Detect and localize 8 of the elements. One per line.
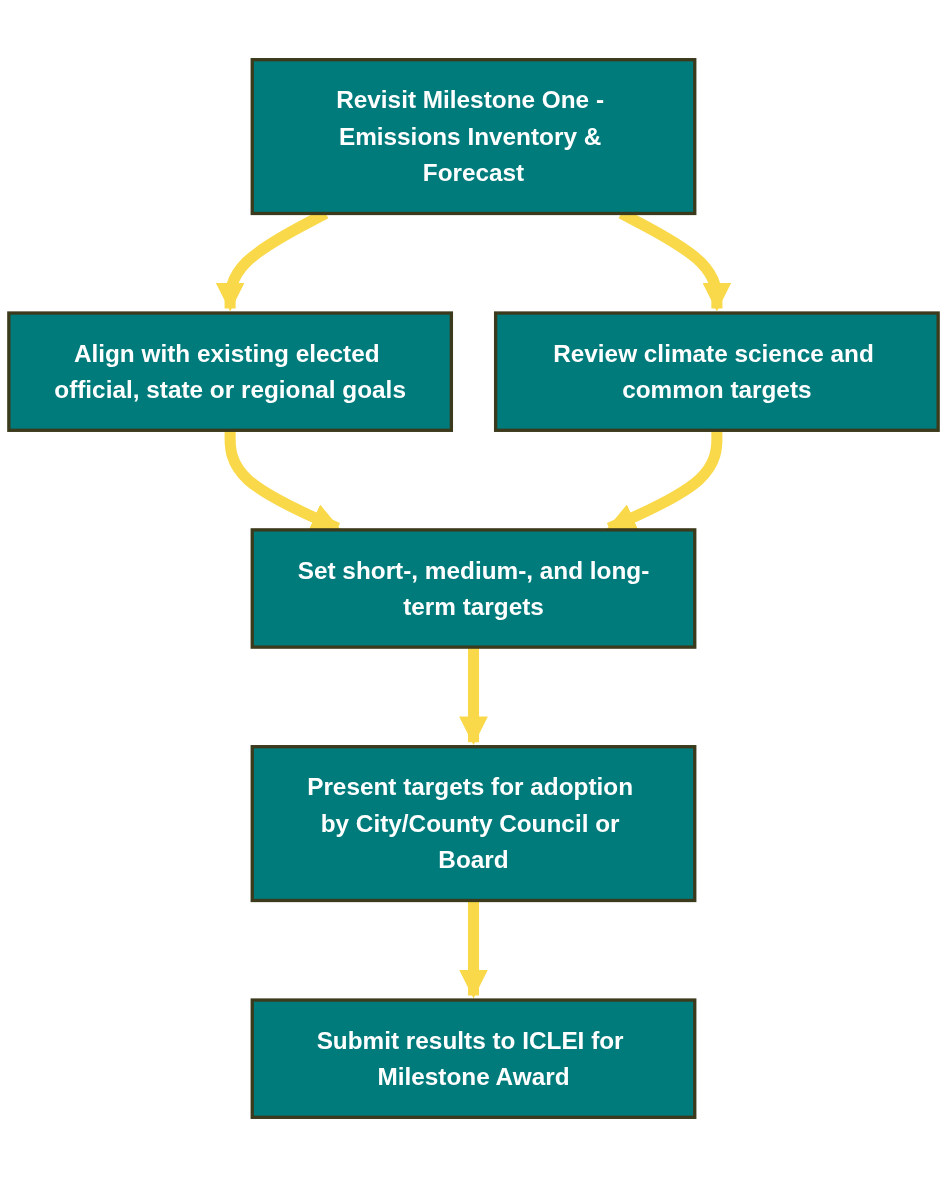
node-box: Align with existing elected official, state or regional goals [7, 311, 454, 432]
node-box: Review climate science and common targets [493, 311, 940, 432]
arrow [459, 900, 488, 999]
arrow [459, 647, 488, 746]
node-box: Present targets for adoption by City/County Council or Board [250, 745, 697, 903]
node-box: Revisit Milestone One - Emissions Inventory & Forecast [250, 58, 697, 216]
node-box: Submit results to ICLEI for Milestone Award [250, 998, 697, 1119]
node-box: Set short-, medium-, and long-term targets [250, 528, 697, 649]
